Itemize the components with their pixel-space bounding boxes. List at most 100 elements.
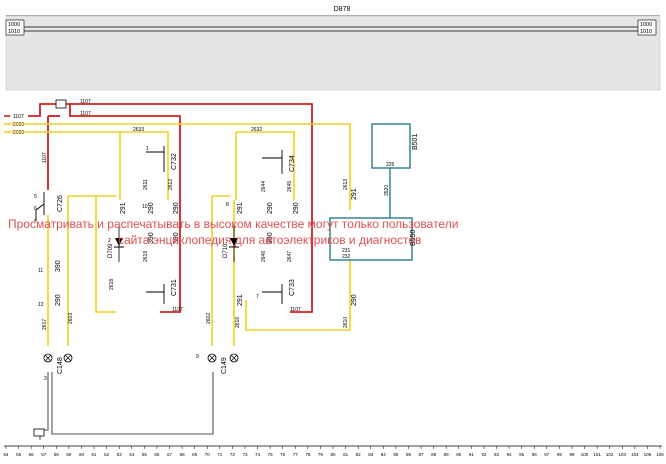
conn-290d: 290 — [267, 202, 274, 214]
switch-c734 — [262, 150, 283, 174]
pin-4: 4 — [34, 218, 37, 224]
scale-label: 106 — [656, 452, 664, 457]
scale-label: 91 — [469, 452, 475, 457]
scale-label: 99 — [569, 452, 575, 457]
scale-label: 75 — [268, 452, 274, 457]
gray-wires — [39, 372, 214, 440]
scale-label: 55 — [16, 452, 22, 457]
conn-290b: 290 — [148, 202, 155, 214]
conn-290a: 290 — [55, 294, 62, 306]
scale-label: 79 — [318, 452, 324, 457]
scale-label: 70 — [205, 452, 211, 457]
switch-c726 — [35, 192, 45, 220]
diode-d710 — [229, 226, 239, 262]
fuse-box — [55, 99, 67, 109]
scale-label: 74 — [255, 452, 261, 457]
wire-1107-top: 1107 — [80, 99, 91, 105]
b550-pin-b: 232 — [342, 254, 351, 260]
lamp-c148 — [43, 353, 73, 363]
conn-291c: 291 — [237, 294, 244, 306]
scale-label: 97 — [544, 452, 550, 457]
wire-2613: 2613 — [343, 179, 349, 190]
wire-2647: 2647 — [287, 251, 293, 262]
scale-label: 61 — [92, 452, 98, 457]
module-b550: B550 231 232 — [342, 230, 417, 260]
ground-connector — [33, 428, 45, 437]
watermark-line-2: сайта энциклопедия для автоэлектриков и … — [118, 233, 421, 247]
c734-label: C734 — [289, 155, 296, 172]
wire-2616: 2616 — [235, 317, 241, 328]
scale-label: 90 — [456, 452, 462, 457]
scale-label: 73 — [242, 452, 248, 457]
scale-label: 54 — [3, 452, 9, 457]
wire-2632: 2632 — [251, 127, 262, 133]
bus-label-2609: 2609 — [13, 130, 24, 136]
pin-8: 8 — [226, 202, 229, 208]
conn-291b: 291 — [237, 202, 244, 214]
scale-label: 85 — [393, 452, 399, 457]
wire-2617: 2617 — [42, 319, 48, 330]
module-b501: B501 225 — [386, 134, 419, 168]
scale-label: 96 — [532, 452, 538, 457]
scale-label: 68 — [180, 452, 186, 457]
header-code-right-1: 1000 — [640, 22, 652, 28]
bus-label-2600: 2600 — [13, 122, 24, 128]
scale-label: 80 — [330, 452, 336, 457]
scale-label: 62 — [104, 452, 110, 457]
scale-label: 83 — [368, 452, 374, 457]
scale-label: 58 — [54, 452, 60, 457]
conn-290e: 290 — [293, 202, 300, 214]
wire-1107-low1: 1107 — [172, 307, 183, 313]
bus-stubs: 1107 2600 2609 — [4, 114, 24, 136]
pin-10: 10 — [142, 204, 148, 210]
diode-d709 — [114, 226, 124, 262]
wire-2619: 2619 — [143, 251, 149, 262]
wire-2611: 2611 — [143, 179, 149, 190]
c731-label: C731 — [171, 279, 178, 296]
scale-label: 102 — [606, 452, 614, 457]
b550-label: B550 — [410, 230, 417, 246]
wire-2612: 2612 — [168, 179, 174, 190]
wire-2644: 2644 — [261, 181, 267, 192]
scale-label: 65 — [142, 452, 148, 457]
wire-2610: 2610 — [343, 317, 349, 328]
conn-291d: 291 — [351, 188, 358, 200]
header-title: D878 — [334, 6, 351, 13]
scale-label: 84 — [381, 452, 387, 457]
scale-label: 98 — [557, 452, 563, 457]
header-code-left-1: 1000 — [8, 22, 20, 28]
pin-7: 7 — [256, 294, 259, 300]
pin-11: 11 — [38, 268, 43, 274]
pin-1: 1 — [146, 146, 149, 152]
scale-label: 71 — [217, 452, 223, 457]
lamp-c149 — [207, 353, 239, 363]
pin-9: 9 — [196, 354, 199, 360]
scale-label: 57 — [41, 452, 47, 457]
c732-label: C732 — [171, 153, 178, 170]
header-code-right-2: 1010 — [640, 29, 652, 35]
scale-label: 86 — [406, 452, 412, 457]
teal-wires — [329, 123, 413, 261]
conn-390b: 390 — [148, 232, 155, 244]
scale-label: 103 — [619, 452, 627, 457]
wire-3520: 3520 — [384, 185, 390, 196]
scale-label: 81 — [343, 452, 349, 457]
scale-label: 76 — [280, 452, 286, 457]
header-panel: D878 1000 1010 1000 1010 — [5, 6, 661, 91]
b550-pin-a: 231 — [342, 248, 351, 254]
c148-label: C148 — [57, 357, 64, 374]
scale-label: 95 — [519, 452, 525, 457]
conn-390d: 390 — [267, 232, 274, 244]
wire-2618: 2618 — [109, 279, 115, 290]
switch-c732 — [146, 146, 165, 172]
scale-label: 69 — [192, 452, 198, 457]
scale-label: 104 — [631, 452, 639, 457]
wire-1107-mid: 1107 — [80, 111, 91, 117]
conn-390: 390 — [55, 260, 62, 272]
scale-label: 94 — [507, 452, 513, 457]
scale-label: 64 — [129, 452, 135, 457]
switch-c733 — [262, 284, 283, 304]
bus-label-1107: 1107 — [13, 114, 24, 120]
wire-1107-low2: 1107 — [290, 307, 301, 313]
